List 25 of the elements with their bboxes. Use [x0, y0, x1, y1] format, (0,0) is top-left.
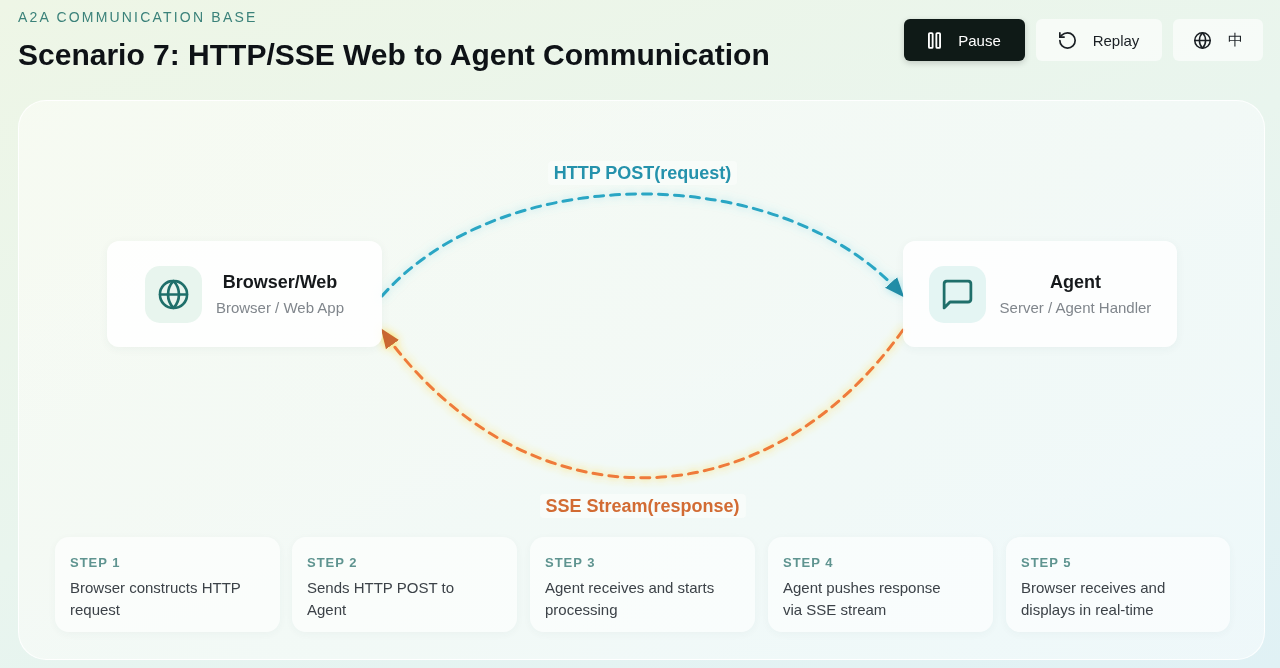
step-description: Agent pushes response via SSE stream: [783, 578, 942, 620]
node-subtitle: Browser / Web App: [215, 298, 345, 317]
node-subtitle: Server / Agent Handler: [999, 298, 1152, 317]
node-title: Agent: [1049, 271, 1102, 293]
step-number: STEP 2: [307, 555, 358, 571]
section-label: A2A COMMUNICATION BASE: [18, 8, 258, 26]
step-number: STEP 3: [545, 555, 596, 571]
page-title: Scenario 7: HTTP/SSE Web to Agent Communication: [18, 37, 770, 73]
language-button: 中: [1173, 19, 1263, 61]
pause-button: Pause: [904, 19, 1025, 61]
step-description: Browser receives and displays in real-time: [1021, 578, 1167, 620]
node-card: [107, 241, 382, 347]
replay-button: Replay: [1036, 19, 1162, 61]
step-description: Agent receives and starts processing: [545, 578, 716, 620]
edge-label: HTTP POST(request): [547, 161, 738, 185]
dashed-arrow: [380, 328, 905, 480]
step-number: STEP 5: [1021, 555, 1072, 571]
node-title: Browser/Web: [221, 271, 339, 293]
node-card: [903, 241, 1177, 347]
step-number: STEP 4: [783, 555, 834, 571]
step-number: STEP 1: [70, 555, 121, 571]
dashed-arrow: [380, 192, 905, 298]
edge-label: SSE Stream(response): [539, 494, 746, 518]
step-description: Sends HTTP POST to Agent: [307, 578, 455, 620]
step-description: Browser constructs HTTP request: [70, 578, 242, 620]
